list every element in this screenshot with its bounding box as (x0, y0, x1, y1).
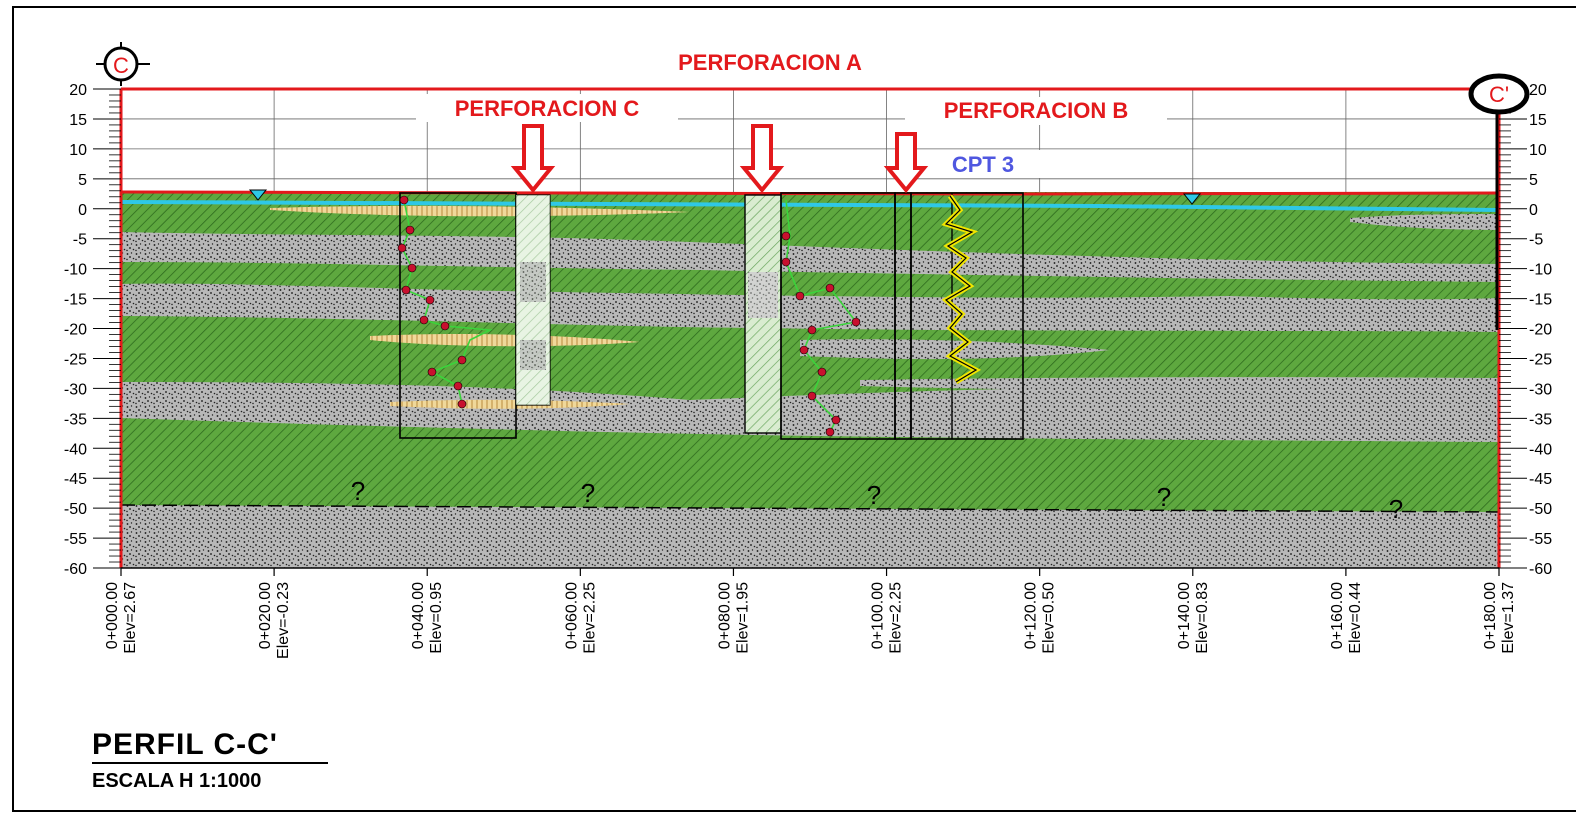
elevation-label: Elev=0.95 (428, 582, 445, 654)
borehole-a (744, 192, 896, 440)
station-label: 0+040.00 (410, 582, 427, 649)
y-tick-label-right: -25 (1529, 351, 1552, 368)
water-level-marker-icon (248, 189, 268, 201)
down-arrow-icon (739, 124, 785, 194)
y-tick-label-left: -10 (64, 262, 87, 279)
y-tick-label-right: -50 (1529, 501, 1552, 518)
yellow-lens-top (270, 205, 690, 217)
station-label: 0+060.00 (563, 582, 580, 649)
question-mark: ? (1157, 482, 1171, 512)
station-label: 0+000.00 (104, 582, 121, 649)
section-marker-left: C (96, 42, 150, 86)
elevation-label: Elev=2.67 (122, 582, 139, 654)
y-axis-left: 20 15 10 5 0 -5 -10 -15 -20 -25 -30 -35 -40 -45 -50 -55… (64, 82, 121, 578)
question-mark: ? (351, 476, 365, 506)
station-label: 0+020.00 (257, 582, 274, 649)
spt-points-c (397, 195, 467, 409)
elevation-label: Elev=0.83 (1194, 582, 1211, 654)
y-tick-label-left: -30 (64, 381, 87, 398)
station-label: 0+180.00 (1482, 582, 1499, 649)
y-tick-label-left: -55 (64, 531, 87, 548)
y-tick-label-right: -35 (1529, 411, 1552, 428)
marker-left-label: C (113, 53, 129, 78)
section-marker-right: C' (1468, 73, 1530, 115)
y-tick-label-left: 20 (69, 82, 87, 99)
y-tick-label-left: -40 (64, 441, 87, 458)
label-perforacion-a: PERFORACION A (678, 50, 862, 75)
label-cpt-3: CPT 3 (952, 152, 1014, 177)
y-tick-label-left: 0 (78, 202, 87, 219)
elevation-label: Elev=1.37 (1500, 582, 1517, 654)
question-mark: ? (1389, 494, 1403, 524)
y-tick-label-left: 15 (69, 112, 87, 129)
strata (121, 192, 1499, 568)
cpt-3-outline (910, 192, 1024, 440)
station-label: 0+140.00 (1176, 582, 1193, 649)
y-tick-label-right: -5 (1529, 232, 1543, 249)
down-arrow-icon (883, 132, 929, 194)
spt-points-a (781, 231, 861, 437)
y-tick-label-right: -20 (1529, 322, 1552, 339)
sand-layer-bottom (121, 505, 1499, 568)
question-mark: ? (867, 480, 881, 510)
y-tick-label-left: 10 (69, 142, 87, 159)
y-tick-label-left: 5 (78, 172, 87, 189)
water-level-marker-icon (1182, 193, 1202, 205)
title-block: PERFIL C-C' ESCALA H 1:1000 (92, 728, 328, 793)
elevation-label: Elev=2.25 (581, 582, 598, 654)
marker-right-label: C' (1489, 82, 1509, 107)
elevation-label: Elev=0.44 (1347, 582, 1364, 654)
y-tick-label-left: -25 (64, 351, 87, 368)
sand-lens-right (1350, 214, 1499, 230)
y-tick-label-right: -30 (1529, 381, 1552, 398)
y-tick-label-right: -55 (1529, 531, 1552, 548)
profile-title: PERFIL C-C' (92, 728, 328, 764)
y-tick-label-left: -35 (64, 411, 87, 428)
y-tick-label-left: -50 (64, 501, 87, 518)
elevation-label: Elev=0.50 (1041, 582, 1058, 654)
spt-curve-a (785, 199, 858, 433)
question-mark: ? (581, 478, 595, 508)
y-tick-label-left: -15 (64, 292, 87, 309)
y-tick-label-right: 15 (1529, 112, 1547, 129)
borehole-c (397, 192, 551, 439)
elevation-label: Elev=-0.23 (275, 582, 292, 659)
y-tick-label-right: 10 (1529, 142, 1547, 159)
y-tick-label-left: -5 (73, 232, 87, 249)
sand-lens-thin (860, 377, 1499, 392)
yellow-lens-mid (370, 334, 640, 347)
sand-layer-2 (121, 283, 1499, 332)
yellow-lens-bottom (390, 399, 630, 409)
sand-layer-1 (121, 232, 1499, 282)
y-tick-label-right: -15 (1529, 292, 1552, 309)
elevation-label: Elev=1.95 (734, 582, 751, 654)
y-tick-label-left: -45 (64, 471, 87, 488)
geologic-profile: ????? 20 15 10 5 0 -5 -10 -15 -20 -25 -30 -35 -40 -45… (64, 42, 1552, 659)
question-marks: ????? (351, 476, 1403, 524)
borehole-b (894, 192, 1024, 440)
y-tick-label-right: -45 (1529, 471, 1552, 488)
y-tick-label-right: 20 (1529, 82, 1547, 99)
station-label: 0+160.00 (1329, 582, 1346, 649)
y-tick-label-right: -60 (1529, 561, 1552, 578)
y-axis-right: 20 15 10 5 0 -5 -10 -15 -20 -25 -30 -35 -40 -45 -50 -55… (1499, 82, 1552, 578)
down-arrow-icon (510, 124, 556, 194)
elevation-label: Elev=2.25 (888, 582, 905, 654)
drawing-frame (12, 6, 1576, 812)
y-tick-label-left: -60 (64, 561, 87, 578)
borehole-arrows (510, 124, 929, 194)
y-tick-label-right: -40 (1529, 441, 1552, 458)
y-tick-label-right: 0 (1529, 202, 1538, 219)
y-tick-label-right: 5 (1529, 172, 1538, 189)
label-perforacion-c: PERFORACION C (455, 96, 640, 121)
label-perforacion-b: PERFORACION B (944, 98, 1129, 123)
y-tick-label-left: -20 (64, 322, 87, 339)
profile-scale: ESCALA H 1:1000 (92, 770, 262, 792)
station-label: 0+100.00 (870, 582, 887, 649)
y-tick-label-right: -10 (1529, 262, 1552, 279)
sand-layer-3 (121, 382, 1499, 442)
station-label: 0+080.00 (716, 582, 733, 649)
station-label: 0+120.00 (1023, 582, 1040, 649)
